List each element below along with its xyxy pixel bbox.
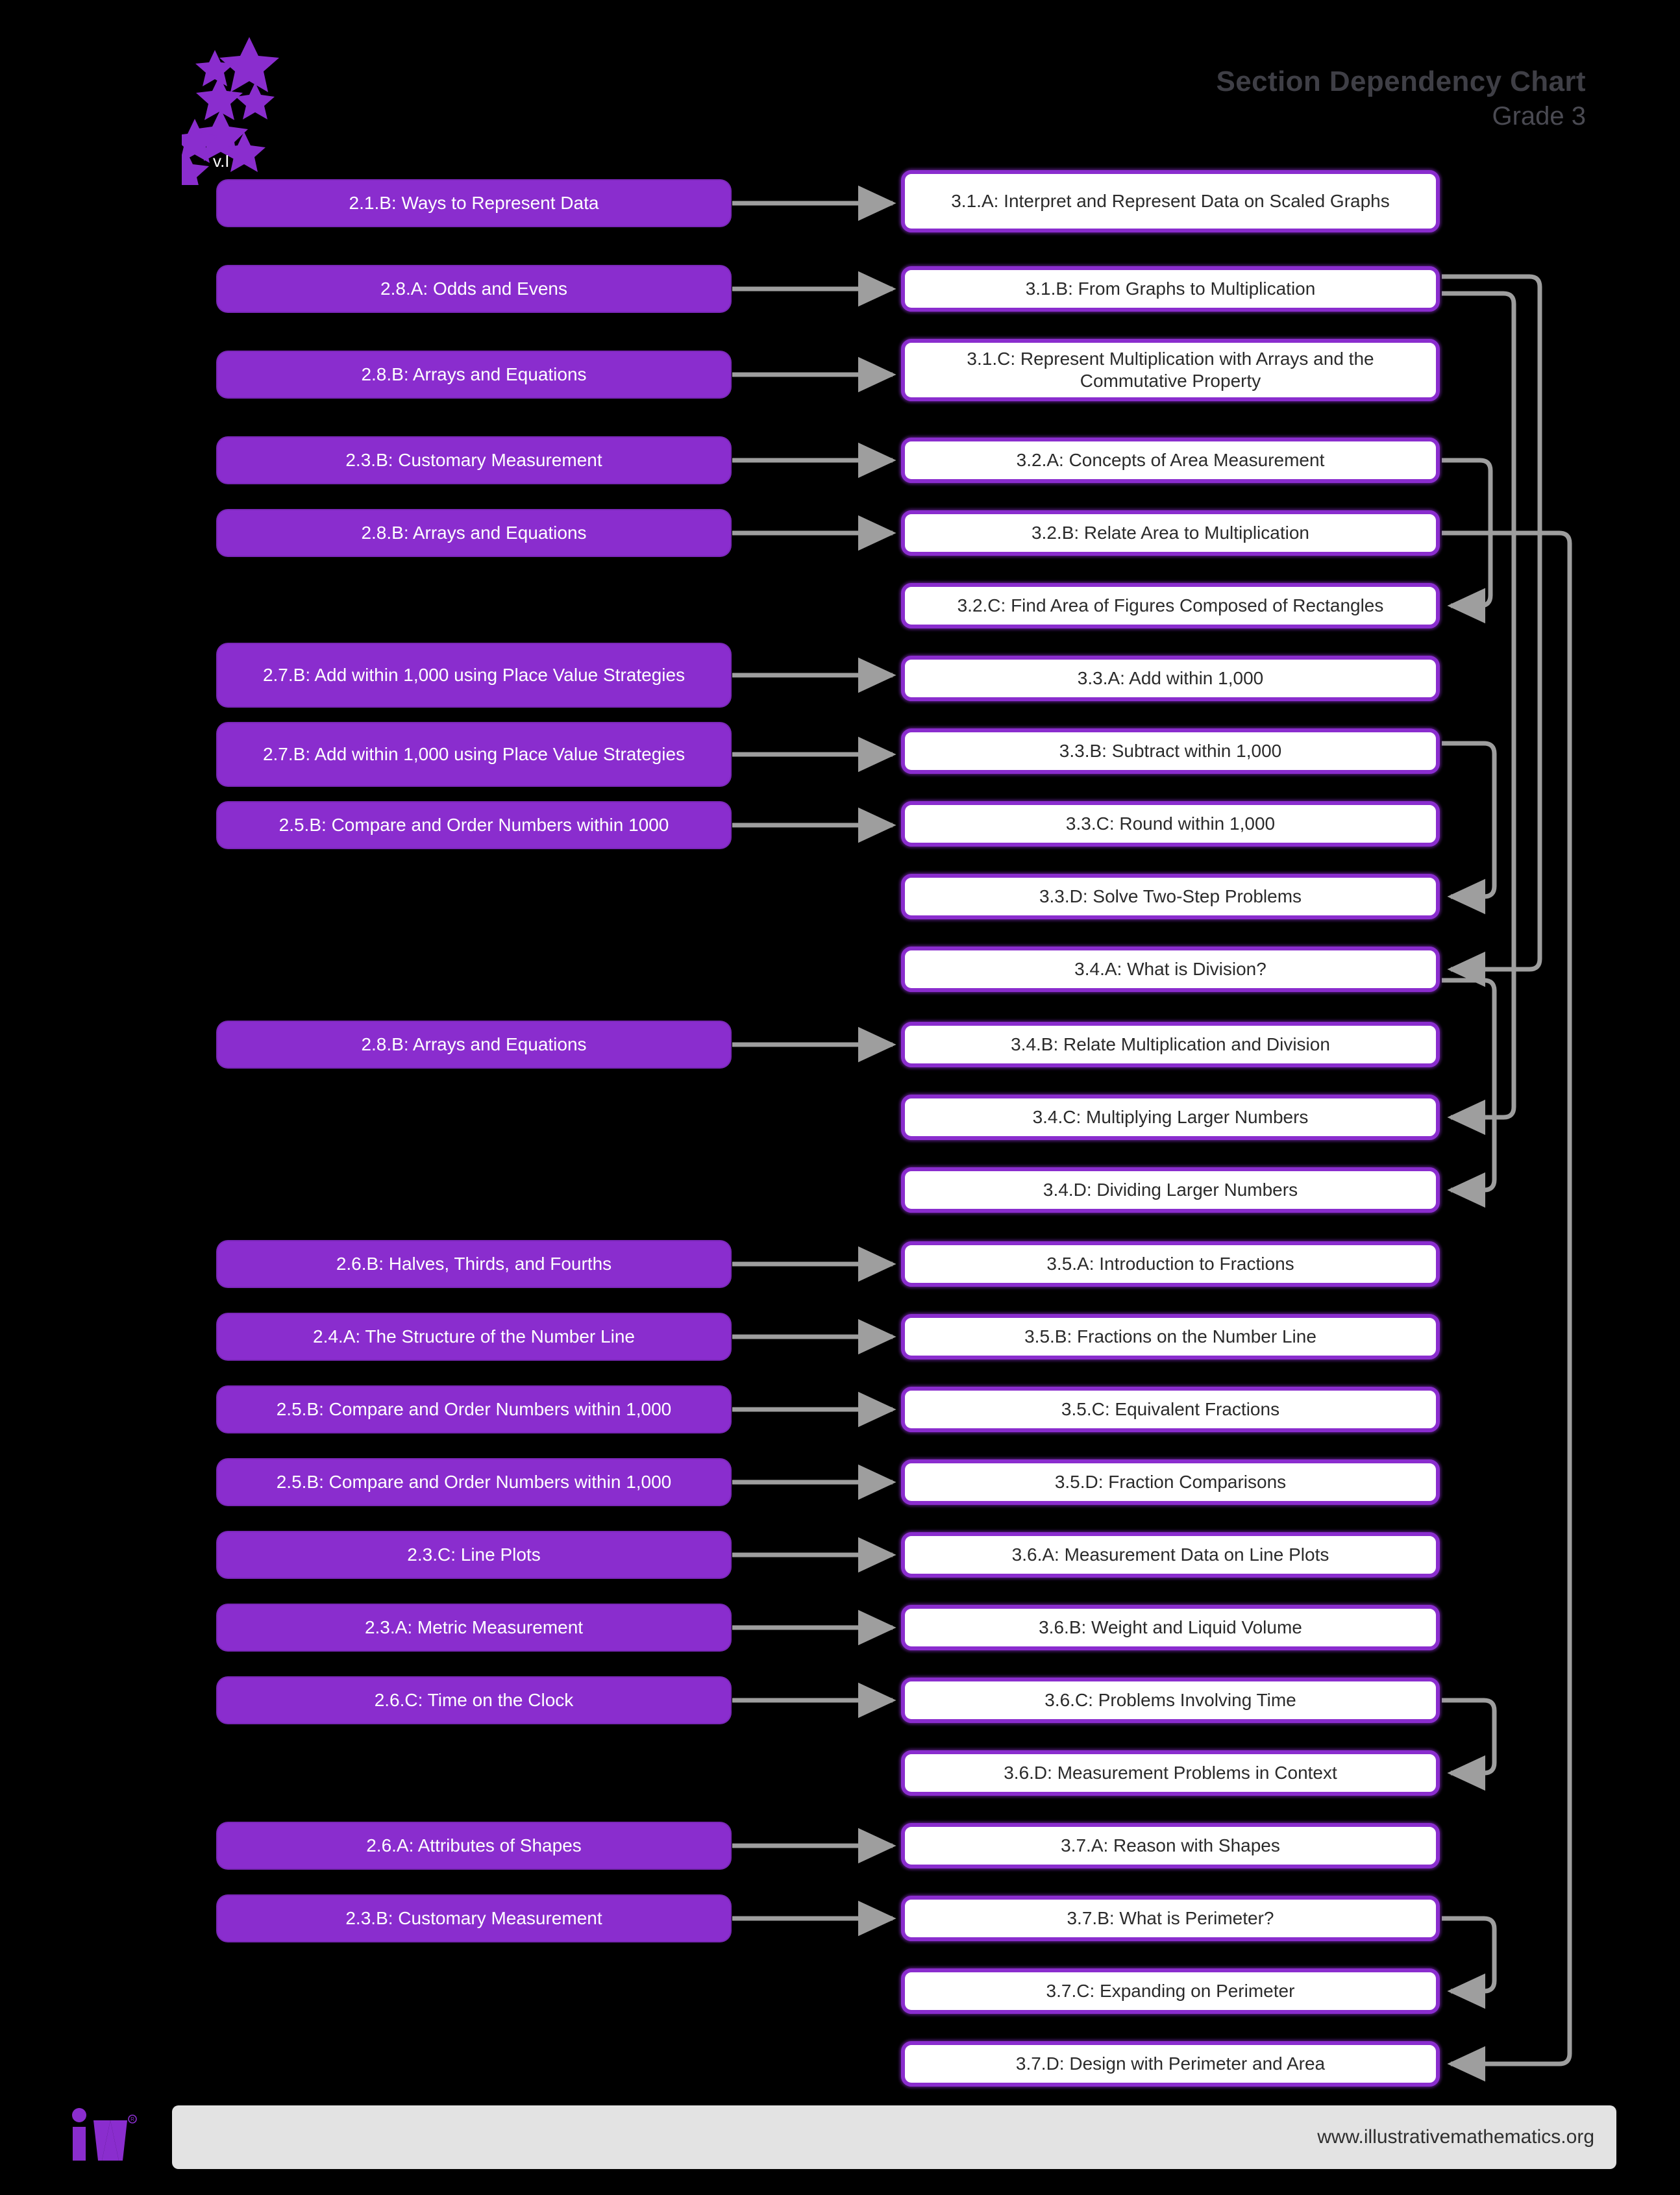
prerequisite-node[interactable]: 2.8.B: Arrays and Equations: [217, 352, 730, 397]
prerequisite-node[interactable]: 2.3.A: Metric Measurement: [217, 1605, 730, 1650]
node-label: 3.4.C: Multiplying Larger Numbers: [1032, 1106, 1309, 1127]
section-node[interactable]: 3.3.A: Add within 1,000: [901, 656, 1440, 701]
node-label: 3.6.C: Problems Involving Time: [1044, 1689, 1296, 1710]
section-node[interactable]: 3.6.D: Measurement Problems in Context: [901, 1750, 1440, 1796]
node-label: 3.3.B: Subtract within 1,000: [1059, 740, 1282, 761]
prerequisite-node[interactable]: 2.6.B: Halves, Thirds, and Fourths: [217, 1241, 730, 1287]
section-node[interactable]: 3.3.D: Solve Two-Step Problems: [901, 874, 1440, 919]
section-node[interactable]: 3.6.A: Measurement Data on Line Plots: [901, 1532, 1440, 1578]
node-label: 2.1.B: Ways to Represent Data: [349, 192, 599, 213]
section-node[interactable]: 3.3.B: Subtract within 1,000: [901, 728, 1440, 774]
node-label: 2.8.B: Arrays and Equations: [361, 1034, 587, 1054]
svg-text:R: R: [130, 2116, 134, 2122]
node-label: 3.1.B: From Graphs to Multiplication: [1025, 278, 1316, 299]
node-label: 3.1.A: Interpret and Represent Data on S…: [951, 190, 1390, 211]
section-node[interactable]: 3.6.B: Weight and Liquid Volume: [901, 1605, 1440, 1650]
section-node[interactable]: 3.7.B: What is Perimeter?: [901, 1896, 1440, 1941]
node-label: 3.5.D: Fraction Comparisons: [1054, 1471, 1287, 1492]
prerequisite-node[interactable]: 2.8.A: Odds and Evens: [217, 266, 730, 312]
node-label: 3.1.C: Represent Multiplication with Arr…: [967, 348, 1374, 391]
prerequisite-node[interactable]: 2.6.A: Attributes of Shapes: [217, 1823, 730, 1868]
section-node[interactable]: 3.1.A: Interpret and Represent Data on S…: [901, 170, 1440, 232]
section-node[interactable]: 3.5.B: Fractions on the Number Line: [901, 1314, 1440, 1359]
section-node[interactable]: 3.5.A: Introduction to Fractions: [901, 1241, 1440, 1287]
prerequisite-node[interactable]: 2.7.B: Add within 1,000 using Place Valu…: [217, 644, 730, 706]
node-label: 3.7.A: Reason with Shapes: [1061, 1835, 1280, 1855]
node-label: 3.5.B: Fractions on the Number Line: [1024, 1326, 1316, 1346]
node-label: 3.3.A: Add within 1,000: [1077, 667, 1264, 688]
node-label: 3.4.A: What is Division?: [1074, 958, 1266, 979]
node-label: 2.7.B: Add within 1,000 using Place Valu…: [262, 664, 686, 685]
prerequisite-node[interactable]: 2.5.B: Compare and Order Numbers within …: [217, 1459, 730, 1505]
node-label: 2.6.A: Attributes of Shapes: [366, 1835, 582, 1855]
prerequisite-node[interactable]: 2.3.C: Line Plots: [217, 1532, 730, 1578]
section-node[interactable]: 3.2.A: Concepts of Area Measurement: [901, 438, 1440, 483]
chart-header: Section Dependency Chart Grade 3: [1216, 65, 1586, 132]
node-label: 2.8.B: Arrays and Equations: [361, 364, 587, 384]
node-label: 2.5.B: Compare and Order Numbers within …: [276, 1398, 672, 1419]
section-node[interactable]: 3.1.B: From Graphs to Multiplication: [901, 266, 1440, 312]
node-label: 3.3.D: Solve Two-Step Problems: [1039, 886, 1302, 906]
node-label: 2.3.B: Customary Measurement: [345, 449, 602, 470]
node-label: 3.4.B: Relate Multiplication and Divisio…: [1011, 1034, 1330, 1054]
section-node[interactable]: 3.2.B: Relate Area to Multiplication: [901, 510, 1440, 556]
node-label: 3.2.A: Concepts of Area Measurement: [1016, 449, 1325, 470]
prerequisite-node[interactable]: 2.6.C: Time on the Clock: [217, 1678, 730, 1723]
section-node[interactable]: 3.5.D: Fraction Comparisons: [901, 1459, 1440, 1505]
node-label: 3.7.D: Design with Perimeter and Area: [1015, 2053, 1326, 2074]
section-node[interactable]: 3.1.C: Represent Multiplication with Arr…: [901, 339, 1440, 401]
node-label: 3.7.C: Expanding on Perimeter: [1046, 1980, 1295, 2001]
prerequisite-node[interactable]: 2.1.B: Ways to Represent Data: [217, 180, 730, 226]
footer-bar: www.illustrativemathematics.org: [172, 2105, 1616, 2169]
node-label: 3.5.C: Equivalent Fractions: [1061, 1398, 1280, 1419]
section-node[interactable]: 3.4.C: Multiplying Larger Numbers: [901, 1095, 1440, 1140]
node-label: 3.5.A: Introduction to Fractions: [1046, 1253, 1294, 1274]
section-node[interactable]: 3.4.B: Relate Multiplication and Divisio…: [901, 1022, 1440, 1067]
section-node[interactable]: 3.5.C: Equivalent Fractions: [901, 1387, 1440, 1432]
page-subtitle: Grade 3: [1492, 101, 1586, 130]
section-node[interactable]: 3.4.A: What is Division?: [901, 947, 1440, 992]
node-label: 2.8.A: Odds and Evens: [380, 278, 567, 299]
prerequisite-node[interactable]: 2.3.B: Customary Measurement: [217, 1896, 730, 1941]
node-label: 3.4.D: Dividing Larger Numbers: [1043, 1179, 1298, 1200]
node-label: 2.8.B: Arrays and Equations: [361, 522, 587, 543]
section-node[interactable]: 3.2.C: Find Area of Figures Composed of …: [901, 583, 1440, 628]
prereq-arrows: [732, 185, 896, 1937]
section-node[interactable]: 3.7.D: Design with Perimeter and Area: [901, 2041, 1440, 2087]
node-label: 2.4.A: The Structure of the Number Line: [313, 1326, 635, 1346]
section-node[interactable]: 3.6.C: Problems Involving Time: [901, 1678, 1440, 1723]
prerequisite-node[interactable]: 2.3.B: Customary Measurement: [217, 438, 730, 483]
section-node[interactable]: 3.3.C: Round within 1,000: [901, 801, 1440, 847]
node-label: 2.7.B: Add within 1,000 using Place Valu…: [262, 743, 686, 764]
im-logo: R: [72, 2108, 137, 2161]
version-label: v.I: [213, 151, 230, 171]
node-label: 2.5.B: Compare and Order Numbers within …: [278, 814, 669, 835]
node-label: 3.3.C: Round within 1,000: [1065, 813, 1276, 834]
node-label: 3.6.B: Weight and Liquid Volume: [1039, 1617, 1302, 1637]
prerequisite-node[interactable]: 2.7.B: Add within 1,000 using Place Valu…: [217, 723, 730, 786]
node-label: 2.5.B: Compare and Order Numbers within …: [276, 1471, 672, 1492]
node-label: 3.2.B: Relate Area to Multiplication: [1031, 522, 1309, 543]
website-url[interactable]: www.illustrativemathematics.org: [1317, 2126, 1594, 2148]
page-title: Section Dependency Chart: [1216, 66, 1586, 97]
prerequisite-node[interactable]: 2.5.B: Compare and Order Numbers within …: [217, 1387, 730, 1432]
node-label: 3.2.C: Find Area of Figures Composed of …: [957, 595, 1384, 615]
node-label: 3.7.B: What is Perimeter?: [1067, 1907, 1274, 1928]
section-node[interactable]: 3.4.D: Dividing Larger Numbers: [901, 1167, 1440, 1213]
node-label: 2.3.B: Customary Measurement: [345, 1907, 602, 1928]
prerequisite-node[interactable]: 2.4.A: The Structure of the Number Line: [217, 1314, 730, 1359]
prerequisite-node[interactable]: 2.8.B: Arrays and Equations: [217, 1022, 730, 1067]
node-label: 2.3.C: Line Plots: [407, 1544, 541, 1565]
node-label: 2.6.C: Time on the Clock: [374, 1689, 574, 1710]
prerequisite-node[interactable]: 2.5.B: Compare and Order Numbers within …: [217, 802, 730, 848]
prerequisite-node[interactable]: 2.8.B: Arrays and Equations: [217, 510, 730, 556]
node-label: 2.3.A: Metric Measurement: [364, 1617, 584, 1637]
section-node[interactable]: 3.7.C: Expanding on Perimeter: [901, 1968, 1440, 2014]
node-label: 3.6.A: Measurement Data on Line Plots: [1011, 1544, 1329, 1565]
node-label: 2.6.B: Halves, Thirds, and Fourths: [336, 1253, 612, 1274]
sequence-arrows: [1442, 274, 1572, 2082]
node-label: 3.6.D: Measurement Problems in Context: [1004, 1762, 1337, 1783]
section-node[interactable]: 3.7.A: Reason with Shapes: [901, 1823, 1440, 1868]
